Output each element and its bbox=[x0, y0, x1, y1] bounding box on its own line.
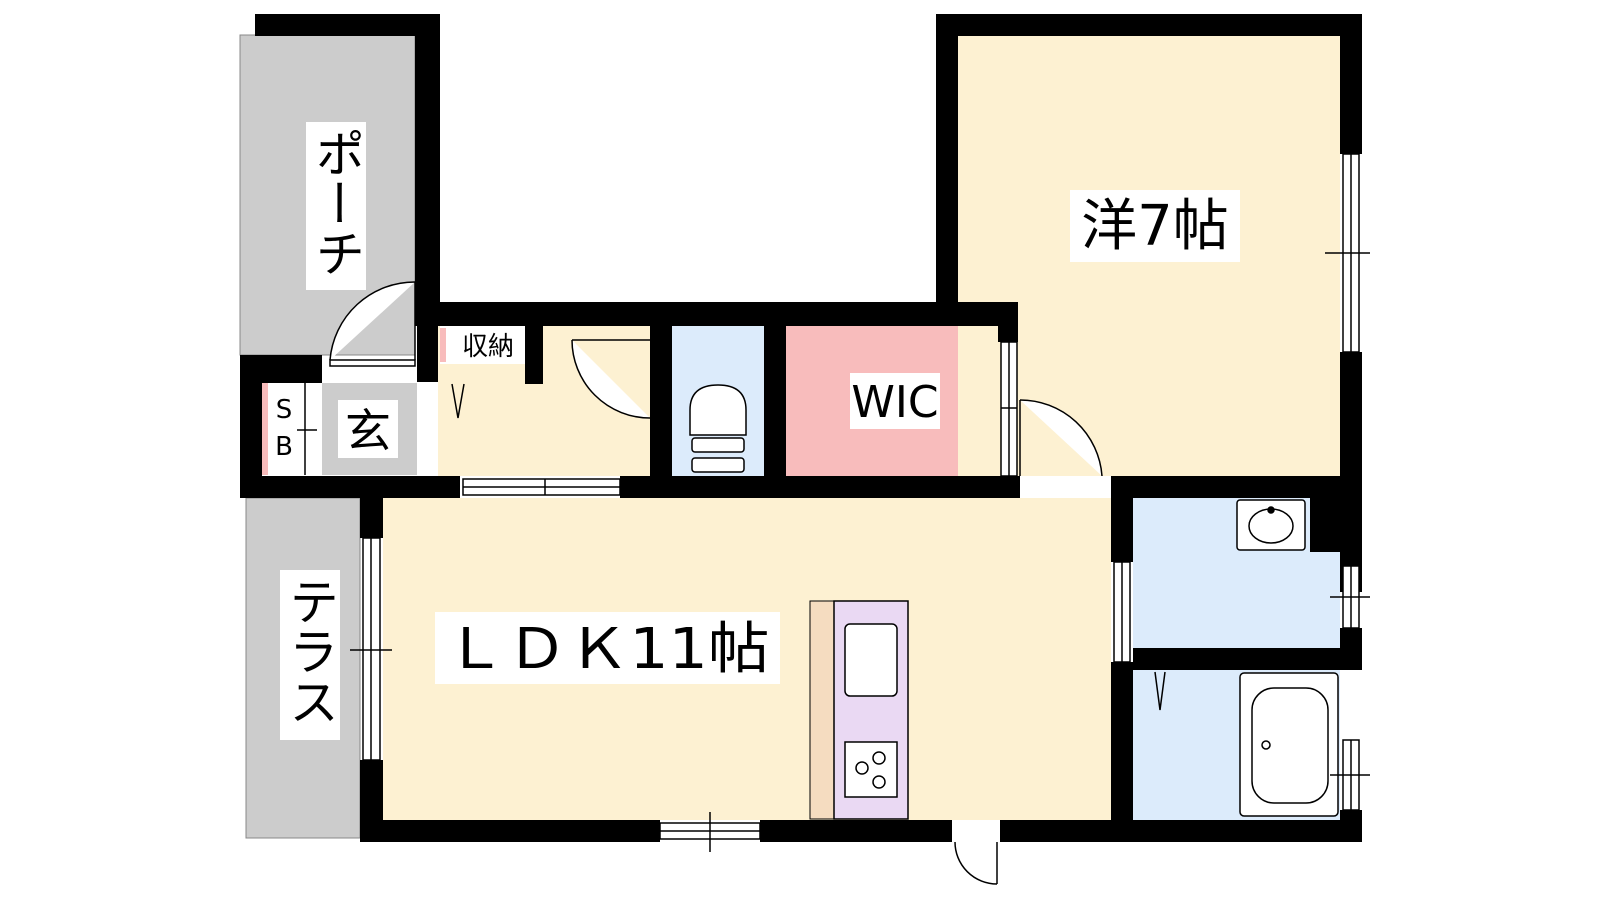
storage-accent bbox=[440, 328, 446, 362]
ldk-label-bg bbox=[435, 612, 780, 684]
storage-label: 収納 bbox=[462, 332, 514, 362]
wic-label-bg bbox=[850, 373, 940, 429]
entrance-label: 玄 bbox=[345, 404, 391, 458]
sink-icon bbox=[844, 623, 898, 697]
terrace-label: テラス bbox=[281, 576, 339, 726]
entrance-label-bg bbox=[338, 400, 398, 458]
walls bbox=[240, 14, 1362, 842]
wic-label: WIC bbox=[851, 377, 938, 428]
window-marks bbox=[350, 154, 1370, 852]
wash-basin-icon bbox=[1236, 499, 1306, 551]
bathtub-icon bbox=[1239, 672, 1339, 817]
shoebox-label-b: B bbox=[275, 432, 293, 462]
burner-icon bbox=[855, 761, 869, 775]
terrace-label-bg bbox=[280, 570, 340, 740]
western-room-label: 洋7帖 bbox=[1081, 194, 1229, 259]
burner-icon bbox=[872, 775, 886, 789]
shoebox-accent bbox=[262, 383, 268, 475]
stove-icon bbox=[844, 741, 898, 798]
storage-floor bbox=[440, 326, 525, 364]
shoebox-label-s: S bbox=[276, 395, 293, 425]
shoebox-floor bbox=[262, 383, 304, 475]
porch-label: ポーチ bbox=[307, 128, 365, 278]
burner-icon bbox=[872, 751, 886, 765]
kitchen-counter bbox=[809, 600, 837, 820]
doors bbox=[329, 281, 1166, 885]
western-label-bg bbox=[1070, 190, 1240, 262]
porch-label-bg bbox=[306, 122, 366, 290]
ldk-label: ＬＤＫ11帖 bbox=[445, 617, 770, 682]
toilet-icon bbox=[689, 384, 747, 473]
